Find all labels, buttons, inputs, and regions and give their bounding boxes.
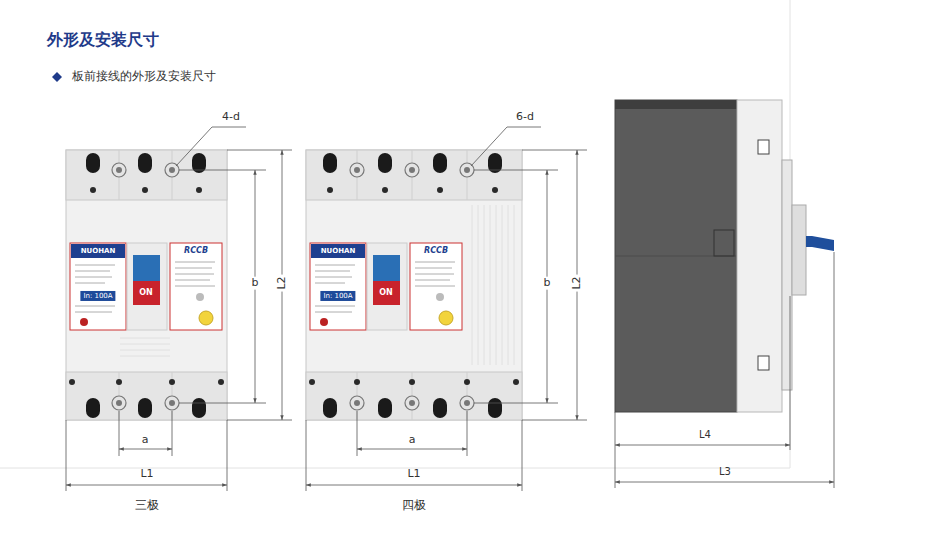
side-view	[615, 100, 834, 412]
dimension-label: b	[542, 277, 553, 290]
subtitle: 板前接线的外形及安装尺寸	[70, 70, 218, 84]
dimension-lines	[615, 252, 834, 488]
switch-state: ON	[377, 288, 395, 297]
dimension-lines	[306, 127, 587, 491]
dimension-label: a	[140, 434, 151, 447]
view-caption: 四极	[400, 499, 428, 513]
dimension-label: L1	[138, 468, 155, 481]
product-type: RCCB	[422, 246, 450, 255]
hole-callout: 4-d	[220, 111, 242, 124]
four-pole-breaker	[306, 150, 522, 420]
three-pole-breaker	[66, 150, 227, 420]
page-edge	[0, 468, 790, 469]
switch-state: ON	[137, 288, 155, 297]
dimension-label: b	[250, 277, 261, 290]
rating-label: In: 100A	[320, 291, 355, 301]
dimension-label: L3	[717, 466, 733, 478]
dimension-label: L2	[276, 274, 289, 291]
brand-name: NUOHAN	[79, 247, 118, 255]
bullet	[52, 72, 62, 82]
dimension-lines	[66, 127, 292, 491]
dimension-label: L4	[697, 429, 713, 441]
hole-callout: 6-d	[514, 111, 536, 124]
page-title: 外形及安装尺寸	[47, 31, 159, 49]
dimension-label: L1	[405, 468, 422, 481]
view-caption: 三极	[133, 499, 161, 513]
rating-label: In: 100A	[80, 291, 115, 301]
product-type: RCCB	[182, 246, 210, 255]
dimension-label: a	[407, 434, 418, 447]
dimension-label: L2	[571, 274, 584, 291]
brand-name: NUOHAN	[319, 247, 358, 255]
